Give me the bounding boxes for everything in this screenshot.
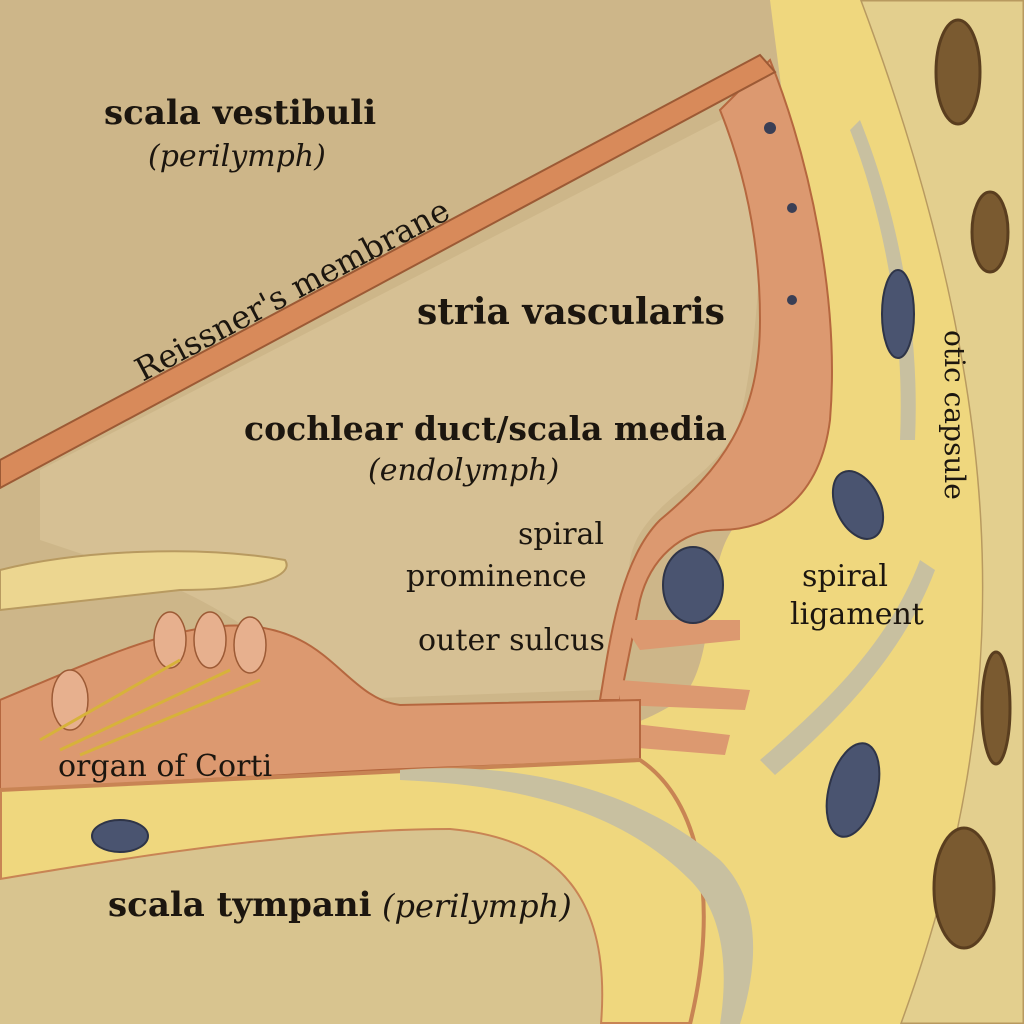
vessel-4 [825,742,881,838]
capsule-cavity-1 [934,18,982,126]
label-otic-capsule: otic capsule [938,330,971,500]
reissners-membrane [0,53,777,490]
capsule-cavity-4 [932,826,996,950]
label-scala-vestibuli-fluid: (perilymph) [148,139,326,174]
label-spiral-ligament-line2: ligament [790,597,924,632]
label-outer-sulcus: outer sulcus [418,623,605,658]
vessel-3 [831,470,885,540]
capsule-cavity-3 [980,650,1012,766]
scala-tympani-region [0,830,602,1024]
label-spiral-prominence-line2: prominence [406,559,587,594]
nerve-fibers [39,658,261,757]
connective-tissue-1 [400,768,754,1024]
connective-tissue-3 [760,560,935,775]
label-organ-of-corti: organ of Corti [58,749,273,784]
stria-dot [764,122,776,134]
stria-dot [787,295,797,305]
vessel-5 [91,819,149,853]
vessel-2 [881,269,915,359]
label-spiral-prominence-line1: spiral [518,517,605,552]
capsule-cavity-2 [970,190,1010,274]
hair-cell-outer-2 [193,611,227,669]
hair-cell-outer-3 [233,616,267,674]
tectorial-membrane [0,550,288,612]
label-scala-tympani-fluid: (perilymph) [382,887,572,925]
label-scala-tympani: scala tympani [108,885,372,925]
label-cochlear-duct: cochlear duct/scala media [244,409,727,448]
label-spiral-ligament-line1: spiral [802,559,889,594]
stria-dot [787,203,797,213]
hair-cell-inner [51,669,89,731]
outer-sulcus-cells [620,620,740,650]
organ-of-corti-tissue [0,624,641,792]
label-cochlear-duct-fluid: (endolymph) [368,453,560,488]
stria-vascularis-band [598,58,833,701]
label-scala-vestibuli: scala vestibuli [104,93,377,133]
hair-cell-outer-1 [153,611,187,669]
outer-sulcus-cells-2 [620,680,750,710]
vessel-1 [662,546,724,624]
label-stria-vascularis: stria vascularis [417,291,725,333]
